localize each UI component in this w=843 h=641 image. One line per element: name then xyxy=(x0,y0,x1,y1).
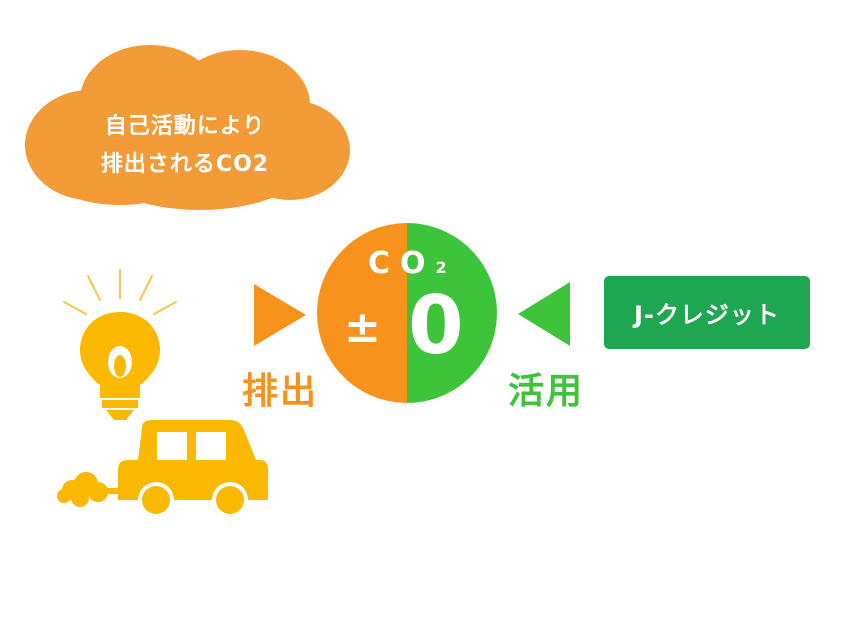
light-bulb-icon xyxy=(63,269,177,420)
car-icon xyxy=(57,420,268,518)
utilization-label: 活用 xyxy=(508,371,585,412)
co2-zero-circle xyxy=(317,223,497,403)
zero-value: 0 xyxy=(408,279,464,372)
co2-subscript: 2 xyxy=(435,258,447,277)
plus-minus-sign: ± xyxy=(344,302,381,353)
j-credit-badge: J-クレジット xyxy=(604,276,810,349)
co2-label: CO xyxy=(368,246,436,281)
cloud-text-line2: 排出されるCO2 xyxy=(100,152,270,177)
co2-text: CO2 xyxy=(368,246,447,281)
emission-label: 排出 xyxy=(242,371,319,412)
arrow-left-icon xyxy=(518,282,570,346)
arrow-right-icon xyxy=(254,284,306,346)
cloud-text-line1: 自己活動により xyxy=(104,114,266,139)
